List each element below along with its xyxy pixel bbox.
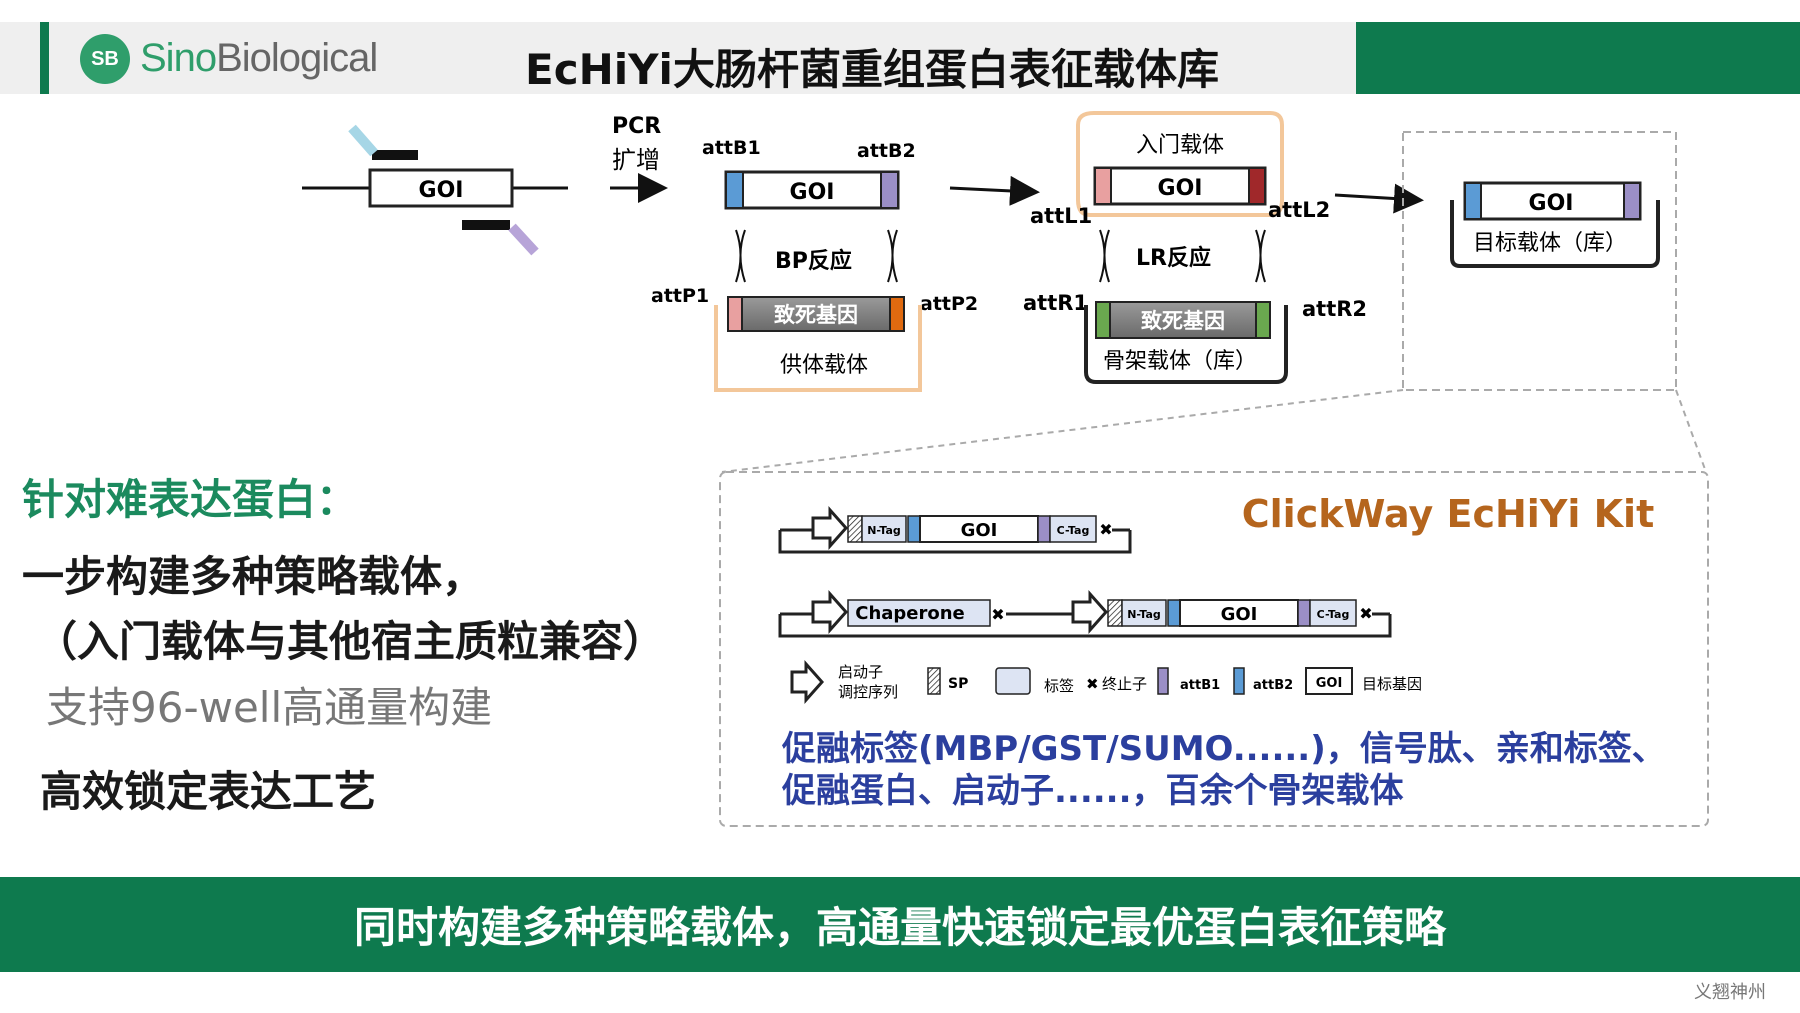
lethal-gene-label-backbone: 致死基因 <box>1141 309 1225 333</box>
legend-stop-icon: ✖ <box>1086 675 1099 693</box>
attP2-label: attP2 <box>920 293 978 315</box>
legend-goi-icon <box>1305 667 1353 695</box>
pcr-goi-group: GOI <box>302 124 568 256</box>
bp-reaction-label: BP反应 <box>775 248 852 274</box>
promoter-icon-1 <box>811 506 849 550</box>
backbone-vector-ring <box>1084 305 1288 384</box>
left-line-3: 支持96-well高通量构建 <box>46 683 493 732</box>
logo-word-sino: Sino <box>140 36 217 80</box>
attB2-label: attB2 <box>857 140 916 162</box>
kit-dashed-box <box>719 471 1709 827</box>
n-tag-label-2: N-Tag <box>1127 608 1161 621</box>
promoter-icon-3 <box>1071 590 1109 634</box>
pcr-label: PCR <box>612 114 661 139</box>
goi-label-kit-1: GOI <box>961 520 998 541</box>
cloning-diagram: GOI PCR 扩增 attB1 attB2 GOI BP反应 attP1 at… <box>302 111 1709 827</box>
legend-attb2: attB2 <box>1253 678 1293 693</box>
goi-label-kit-2: GOI <box>1221 604 1258 625</box>
c-tag-label-2: C-Tag <box>1317 608 1350 621</box>
legend-attb1: attB1 <box>1180 678 1220 693</box>
stop-icon-3: ✖ <box>1359 604 1372 623</box>
legend-sp-icon <box>927 667 941 695</box>
chaperone-box <box>847 599 991 627</box>
kit-desc-line1: 促融标签(MBP/GST/SUMO......)，信号肽、亲和标签、 <box>781 729 1666 769</box>
attR1-label: attR1 <box>1023 291 1088 315</box>
entry-vector-label: 入门载体 <box>1136 133 1224 158</box>
header-green-block <box>1356 22 1800 94</box>
legend-sp: SP <box>948 676 968 692</box>
lethal-gene-label-donor: 致死基因 <box>774 303 858 327</box>
page-title: EcHiYi大肠杆菌重组蛋白表征载体库 <box>525 45 1219 94</box>
goi-label-target: GOI <box>1529 191 1574 216</box>
attR2-label: attR2 <box>1302 297 1367 321</box>
goi-label-entry: GOI <box>1158 176 1203 201</box>
goi-label-attb: GOI <box>790 180 835 205</box>
target-vector-ring <box>1450 200 1660 268</box>
lethal-gene-backbone <box>1095 301 1271 339</box>
donor-vector-label: 供体载体 <box>780 353 868 378</box>
logo-word-biological: Biological <box>216 36 378 80</box>
n-tag-label-1: N-Tag <box>867 524 901 537</box>
bp-arrow <box>949 175 1040 206</box>
bottom-banner: 同时构建多种策略载体，高通量快速锁定最优蛋白表征策略 <box>0 877 1800 972</box>
donor-vector-ring <box>714 305 922 392</box>
legend-target-gene: 目标基因 <box>1362 675 1422 693</box>
left-heading: 针对难表达蛋白： <box>22 475 359 524</box>
legend-tag-icon <box>995 667 1031 695</box>
legend-attb2-swatch-1 <box>1157 667 1169 695</box>
legend-goi-label: GOI <box>1316 676 1343 691</box>
goi-box-pcr <box>368 168 514 208</box>
legend-promoter-icon <box>790 660 825 704</box>
legend-stop: 终止子 <box>1102 675 1147 693</box>
stop-icon-1: ✖ <box>1099 520 1112 539</box>
left-line-1: 一步构建多种策略载体， <box>22 552 485 601</box>
kit-title: ClickWay EcHiYi Kit <box>1242 492 1655 536</box>
lr-arrow <box>1334 183 1424 214</box>
legend-promoter: 启动子 <box>838 663 883 681</box>
left-line-2: （入门载体与其他宿主质粒兼容） <box>35 617 666 666</box>
c-tag-label-1: C-Tag <box>1057 524 1090 537</box>
amplify-label: 扩增 <box>612 146 660 174</box>
footer-credit: 义翘神州 <box>1694 982 1766 1003</box>
chaperone-label: Chaperone <box>855 603 965 624</box>
legend-attb1-swatch <box>1233 667 1245 695</box>
goi-label-pcr: GOI <box>419 178 464 203</box>
promoter-icon-2 <box>811 590 849 634</box>
legend-tag: 标签 <box>1044 677 1074 695</box>
target-vector-label: 目标载体（库） <box>1473 231 1627 256</box>
legend-regulatory: 调控序列 <box>838 683 898 701</box>
attL1-label: attL1 <box>1030 204 1092 228</box>
attB1-label: attB1 <box>702 137 761 159</box>
left-line-4: 高效锁定表达工艺 <box>40 767 377 816</box>
attP1-label: attP1 <box>651 285 709 307</box>
entry-vector-box <box>1076 111 1284 217</box>
backbone-vector-label: 骨架载体（库） <box>1103 349 1257 374</box>
kit-desc-line2: 促融蛋白、启动子......，百余个骨架载体 <box>781 771 1404 811</box>
target-dashed-box <box>1402 131 1677 391</box>
attL2-label: attL2 <box>1268 198 1330 222</box>
stop-icon-2: ✖ <box>991 605 1004 624</box>
lr-reaction-label: LR反应 <box>1136 245 1211 271</box>
logo-icon: SB <box>80 34 130 84</box>
logo-wordmark: SinoBiological <box>140 36 378 81</box>
bottom-banner-text: 同时构建多种策略载体，高通量快速锁定最优蛋白表征策略 <box>353 903 1446 952</box>
header-accent-bar <box>40 22 49 94</box>
